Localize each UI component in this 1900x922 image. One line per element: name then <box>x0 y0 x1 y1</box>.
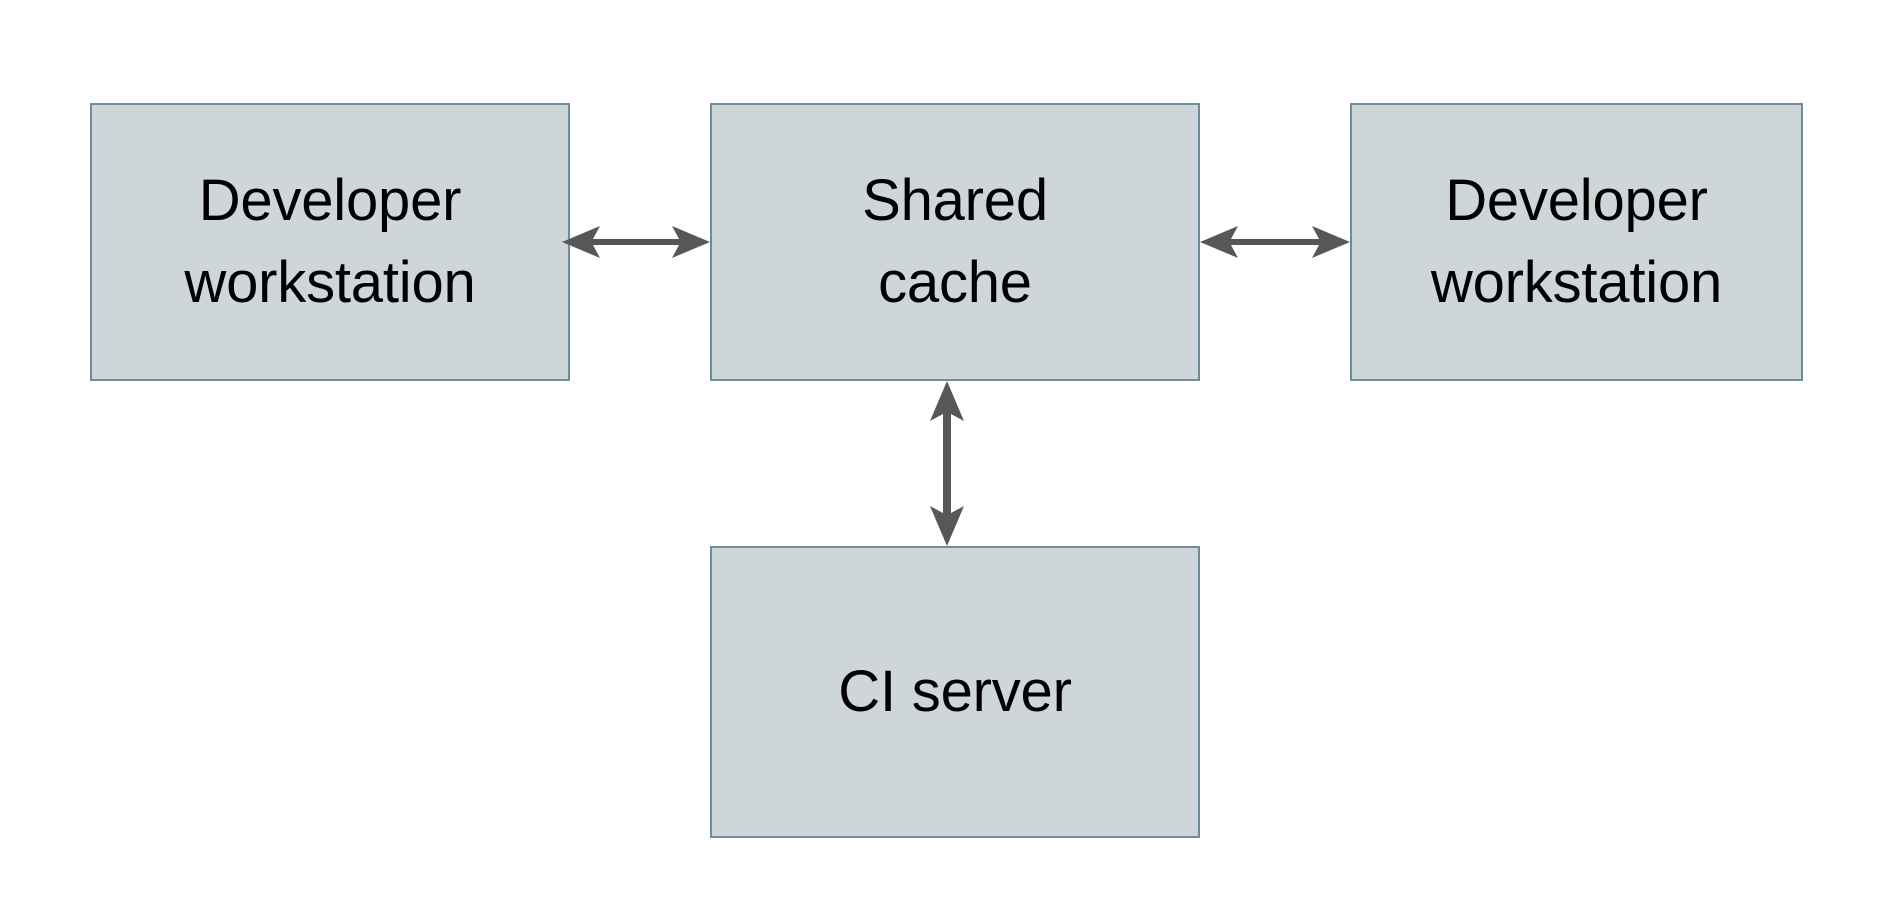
double-arrow-vertical-icon <box>930 381 964 546</box>
double-arrow-horizontal-icon <box>562 226 710 258</box>
node-label: Developer workstation <box>1430 167 1723 315</box>
node-label: Shared cache <box>862 167 1048 315</box>
edge-shared-cache-to-developer-right[interactable] <box>1198 206 1352 278</box>
node-label: CI server <box>838 658 1072 724</box>
edge-ci-server-to-shared-cache[interactable] <box>911 379 983 548</box>
node-shared-cache[interactable]: Shared cache <box>710 103 1200 381</box>
node-label: Developer workstation <box>184 167 476 315</box>
node-developer-workstation-right[interactable]: Developer workstation <box>1350 103 1803 381</box>
double-arrow-horizontal-icon <box>1200 226 1350 258</box>
node-developer-workstation-left[interactable]: Developer workstation <box>90 103 570 381</box>
edge-developer-left-to-shared-cache[interactable] <box>560 206 712 278</box>
node-ci-server[interactable]: CI server <box>710 546 1200 838</box>
